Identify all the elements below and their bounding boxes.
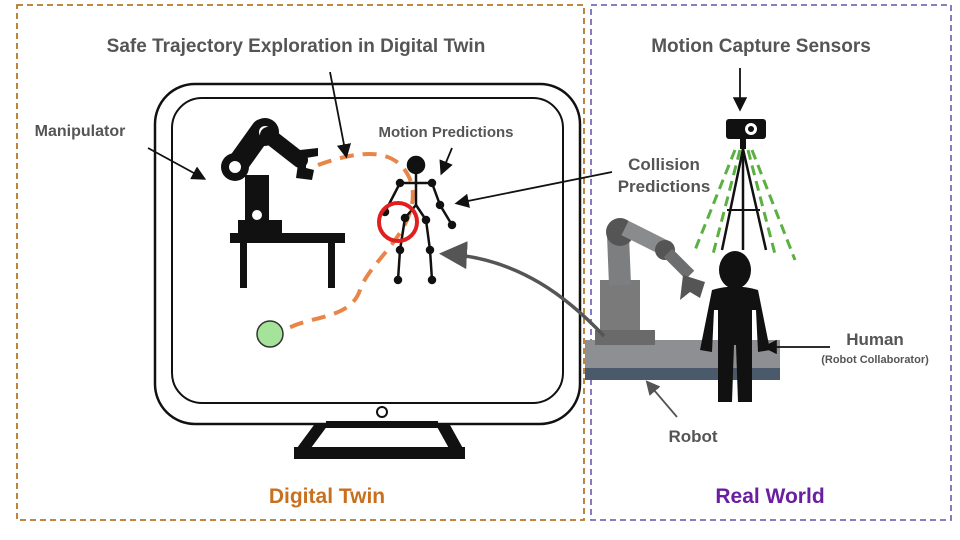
safe-trajectory-label: Safe Trajectory Exploration in Digital T…: [107, 36, 486, 57]
collision-circle: [377, 201, 419, 243]
power-button-icon: [376, 406, 388, 418]
real-world-title: Real World: [715, 485, 824, 508]
motion-predictions-arrow: [439, 147, 453, 176]
collision-predictions-label-line2: Predictions: [618, 177, 711, 196]
human-label: Human: [846, 330, 904, 349]
safe-trajectory-arrow: [329, 71, 352, 159]
manipulator-icon: [221, 118, 345, 288]
skeleton-icon: [380, 155, 457, 285]
safe-trajectory-path: [283, 151, 415, 332]
manipulator-label: Manipulator: [35, 123, 126, 140]
robot-arrow: [645, 380, 678, 418]
digital-twin-title: Digital Twin: [269, 485, 385, 508]
digital-twin-panel: [16, 4, 585, 521]
robot-label: Robot: [668, 427, 717, 446]
human-sublabel: (Robot Collaborator): [821, 354, 929, 366]
sync-arrow: [439, 241, 606, 338]
sensor-rays: [693, 149, 797, 261]
human-silhouette-icon: [700, 251, 770, 402]
manipulator-arrow: [147, 147, 207, 180]
motion-predictions-label: Motion Predictions: [379, 124, 514, 141]
real-world-panel: [590, 4, 952, 521]
collision-predictions-label-line1: Collision: [628, 155, 700, 174]
collision-predictions-arrow: [454, 171, 613, 208]
goal-marker: [256, 320, 284, 348]
motion-capture-camera-icon: [720, 119, 768, 251]
monitor-stand: [294, 421, 465, 459]
motion-capture-label: Motion Capture Sensors: [651, 36, 871, 57]
